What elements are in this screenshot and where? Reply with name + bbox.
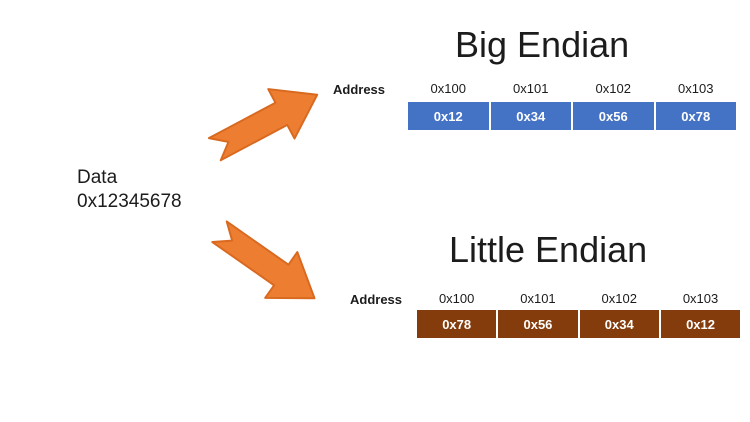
little-endian-address-row: 0x100 0x101 0x102 0x103 [417,291,740,306]
data-label-line1: Data [77,167,118,188]
little-endian-title: Little Endian [449,229,648,270]
big-endian-address-2: 0x102 [595,81,631,96]
little-endian-address-label: Address [350,292,403,307]
arrow-down-right-icon [211,220,316,300]
little-endian-address-3: 0x103 [682,291,719,306]
little-endian-byte-1: 0x56 [498,310,578,338]
arrow-up-right-icon [207,88,319,162]
big-endian-byte-1: 0x34 [490,102,571,130]
data-label-line2: 0x12345678 [77,191,182,212]
data-value-label: Data 0x12345678 [77,166,182,214]
big-endian-address-3: 0x103 [678,81,714,96]
big-endian-byte-0: 0x12 [408,102,489,130]
big-endian-title: Big Endian [455,24,630,65]
little-endian-address-0: 0x100 [438,291,475,306]
little-endian-address-1: 0x101 [520,291,556,306]
big-endian-address-row: 0x100 0x101 0x102 0x103 [408,81,736,96]
little-endian-byte-row: 0x78 0x56 0x34 0x12 [417,310,741,338]
big-endian-byte-3: 0x78 [655,102,736,130]
little-endian-byte-2: 0x34 [579,310,659,338]
little-endian-byte-0: 0x78 [417,310,497,338]
big-endian-address-0: 0x100 [430,81,466,96]
big-endian-address-label: Address [333,82,386,97]
little-endian-address-2: 0x102 [601,291,637,306]
big-endian-byte-2: 0x56 [573,102,654,130]
big-endian-address-1: 0x101 [513,81,549,96]
little-endian-byte-3: 0x12 [660,310,741,338]
big-endian-byte-row: 0x12 0x34 0x56 0x78 [408,102,736,130]
